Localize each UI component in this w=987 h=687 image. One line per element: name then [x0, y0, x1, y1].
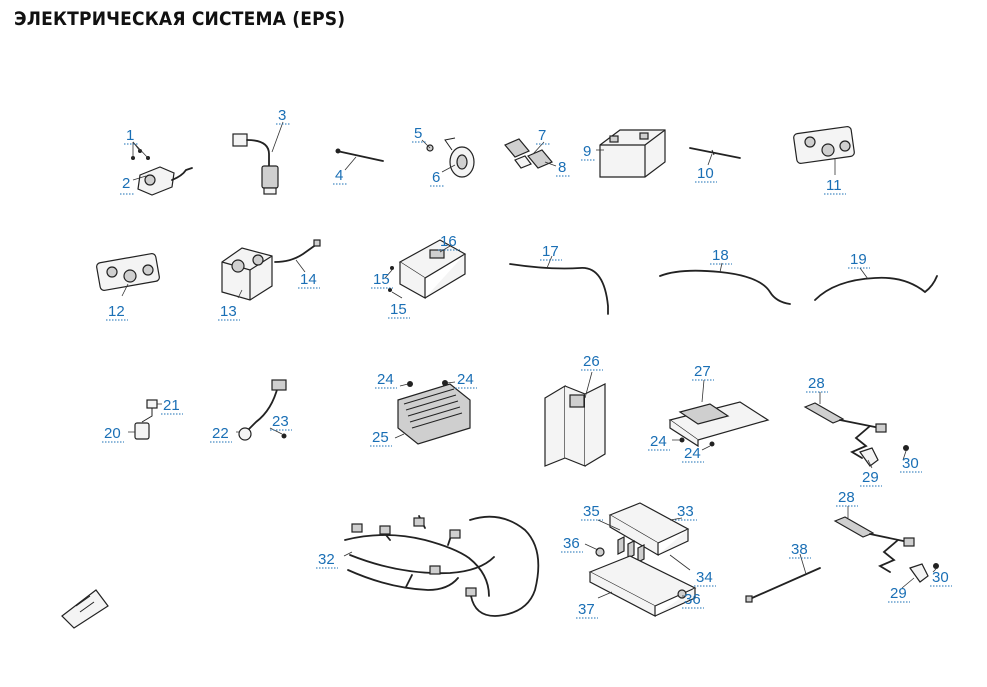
callout-30b: 30 [932, 569, 949, 586]
callout-13: 13 [220, 303, 237, 320]
callout-16: 16 [440, 233, 457, 250]
part-cable-18 [659, 262, 791, 305]
callout-19: 19 [850, 251, 867, 268]
part-cable-17 [509, 255, 609, 315]
callout-11: 11 [826, 177, 842, 194]
part-sensor-20 [128, 399, 162, 440]
part-strap-38 [745, 553, 821, 603]
callout-24b: 24 [457, 371, 474, 388]
callout-9: 9 [583, 143, 591, 160]
callout-36a: 36 [563, 535, 580, 552]
callout-2: 2 [122, 175, 130, 192]
callout-12: 12 [108, 303, 125, 320]
part-sensor-3 [232, 121, 284, 195]
part-cable-19 [814, 267, 938, 301]
callout-14: 14 [300, 271, 317, 288]
callout-17: 17 [542, 243, 559, 260]
callout-1: 1 [126, 127, 134, 144]
callout-33: 33 [677, 503, 694, 520]
callout-6: 6 [432, 169, 440, 186]
part-relay-box-13 [221, 247, 273, 301]
callout-4: 4 [335, 167, 343, 184]
part-battery [596, 129, 666, 178]
callout-38: 38 [791, 541, 808, 558]
part-switch-kit-11 [793, 126, 855, 175]
callout-10: 10 [697, 165, 714, 182]
callout-32: 32 [318, 551, 335, 568]
part-wiring-harness-32 [343, 515, 540, 617]
callout-15a: 15 [373, 271, 390, 288]
part-regulator-25 [394, 380, 471, 445]
callout-35: 35 [583, 503, 600, 520]
callout-24c: 24 [650, 433, 667, 450]
part-fuse-box [584, 502, 697, 617]
callout-28a: 28 [808, 375, 825, 392]
part-lambda-sensor-upper [803, 392, 909, 469]
callout-24a: 24 [377, 371, 394, 388]
part-speed-sensor-22 [236, 379, 287, 441]
callout-30a: 30 [902, 455, 919, 472]
callout-5: 5 [414, 125, 422, 142]
callout-labels: 1 2 3 4 5 6 7 8 9 10 11 12 13 14 15 15 1… [102, 107, 952, 619]
part-strap-4 [335, 148, 384, 171]
part-ignition-switch [131, 141, 193, 196]
part-relays [504, 138, 557, 169]
part-bracket-26 [544, 371, 606, 467]
forward-arrow-icon [61, 589, 109, 629]
callout-27: 27 [694, 363, 711, 380]
part-strap-10 [689, 147, 741, 166]
callout-20: 20 [104, 425, 121, 442]
callout-26: 26 [583, 353, 600, 370]
callout-37: 37 [578, 601, 595, 618]
callout-7: 7 [538, 127, 546, 144]
page-title: ЭЛЕКТРИЧЕСКАЯ СИСТЕМА (EPS) [14, 8, 346, 30]
part-fuse-plate-27 [668, 379, 770, 451]
callout-24d: 24 [684, 445, 701, 462]
part-ecu-16 [384, 239, 467, 300]
callout-28b: 28 [838, 489, 855, 506]
callout-36b: 36 [684, 591, 701, 608]
part-lambda-sensor-lower [833, 506, 939, 589]
callout-25: 25 [372, 429, 389, 446]
part-horn [421, 137, 475, 178]
callout-29a: 29 [862, 469, 879, 486]
callout-8: 8 [558, 159, 566, 176]
callout-18: 18 [712, 247, 729, 264]
callout-3: 3 [278, 107, 286, 124]
callout-34: 34 [696, 569, 713, 586]
callout-21: 21 [163, 397, 180, 414]
callout-22: 22 [212, 425, 229, 442]
part-pipe-14 [274, 239, 321, 273]
part-switch-kit-12 [96, 253, 160, 297]
callout-15b: 15 [390, 301, 407, 318]
callout-23: 23 [272, 413, 289, 430]
callout-29b: 29 [890, 585, 907, 602]
